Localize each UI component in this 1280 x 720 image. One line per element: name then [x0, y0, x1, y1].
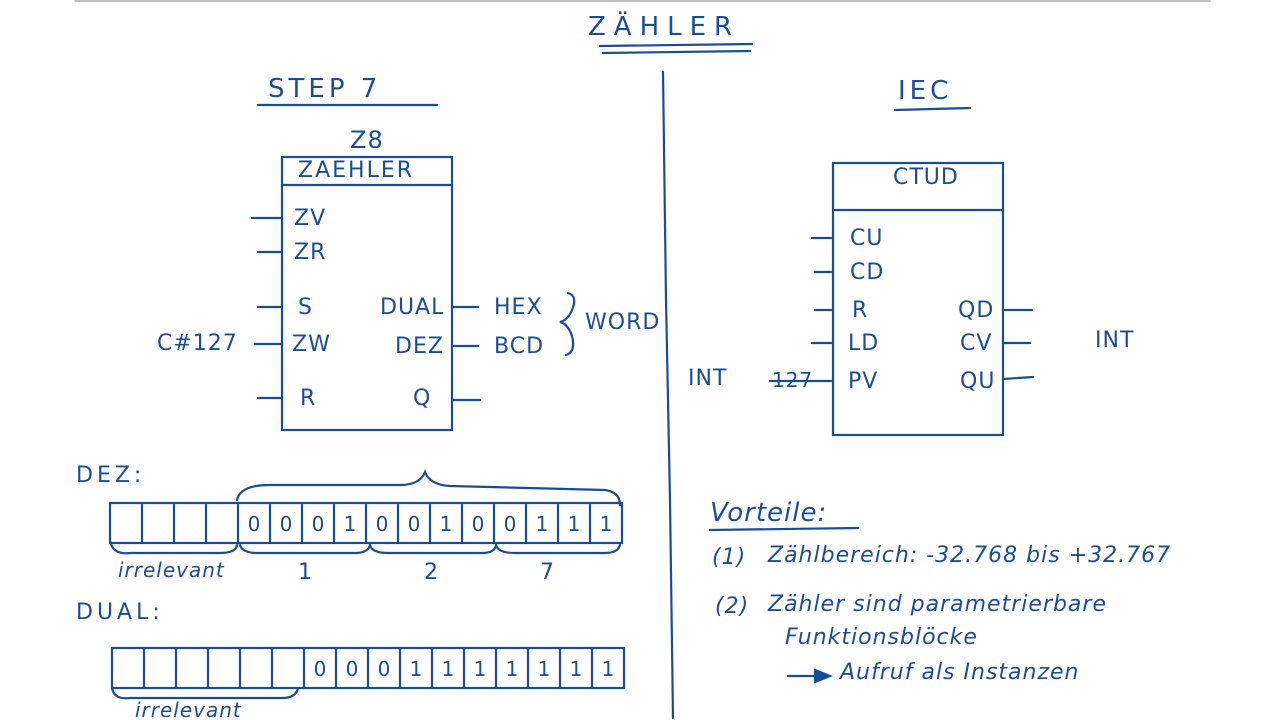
dez-group-1: 1 — [298, 560, 313, 585]
bit-cell: 1 — [505, 657, 519, 681]
item2-number: (2) — [715, 594, 750, 619]
bit-cell: 0 — [345, 657, 359, 681]
page-title: ZÄHLER — [588, 12, 741, 42]
bcd-label: BCD — [494, 334, 545, 359]
iec-underline — [893, 106, 972, 112]
step7-heading: STEP 7 — [268, 74, 382, 104]
item2-line1: Zähler sind parametrierbare — [768, 592, 1107, 617]
output-cv: CV — [960, 331, 993, 356]
item2-line2: Funktionsblöcke — [785, 625, 978, 650]
vorteile-underline — [708, 526, 860, 532]
input-r-iec: R — [852, 298, 869, 323]
title-underline — [598, 42, 754, 48]
word-label: WORD — [585, 310, 661, 335]
dez-bit-grid — [108, 501, 624, 545]
input-zw: ZW — [292, 332, 331, 357]
brace-irrelevant-dual — [110, 686, 300, 700]
bit-cell: 1 — [439, 512, 453, 536]
input-pv: PV — [848, 369, 879, 394]
bit-cell: 0 — [471, 512, 485, 536]
vorteile-heading: Vorteile: — [710, 498, 828, 528]
dual-group-irrelevant: irrelevant — [135, 698, 242, 720]
word-brace — [559, 291, 576, 357]
bit-cell: 0 — [375, 512, 389, 536]
output-qd: QD — [958, 298, 995, 323]
output-qu: QU — [960, 369, 996, 394]
brace-1 — [238, 543, 372, 555]
bit-cell: 1 — [567, 512, 581, 536]
divider-line — [661, 70, 675, 720]
dez-top-brace — [235, 468, 622, 507]
bit-cell: 1 — [601, 657, 615, 681]
bit-cell: 0 — [279, 512, 293, 536]
brace-irrelevant — [108, 538, 239, 555]
bit-cell: 0 — [247, 512, 261, 536]
title-underline — [601, 49, 752, 55]
input-cd: CD — [850, 260, 885, 285]
cv-type: INT — [1095, 328, 1135, 353]
bit-cell: 0 — [503, 512, 517, 536]
zw-value: C#127 — [157, 331, 238, 356]
ctud-name: CTUD — [893, 165, 959, 190]
arrow-head-icon — [813, 668, 833, 684]
bit-cell: 1 — [409, 657, 423, 681]
output-q: Q — [413, 386, 432, 411]
dez-group-irrelevant: irrelevant — [118, 558, 225, 582]
block-name: ZAEHLER — [298, 158, 415, 183]
iec-heading: IEC — [898, 76, 953, 106]
input-ld: LD — [848, 331, 880, 356]
pv-value: 127 — [772, 368, 814, 392]
bit-cell: 1 — [441, 657, 455, 681]
input-s: S — [298, 295, 313, 320]
ctud-block — [831, 161, 1005, 437]
output-dez: DEZ — [395, 334, 444, 359]
brace-7 — [494, 543, 622, 555]
item1-text: Zählbereich: -32.768 bis +32.767 — [768, 543, 1172, 568]
dez-group-7: 7 — [540, 560, 555, 585]
bit-cell: 1 — [343, 512, 357, 536]
zaehler-block — [280, 155, 454, 432]
bit-cell: 0 — [407, 512, 421, 536]
input-r: R — [300, 386, 317, 411]
bit-cell: 1 — [535, 512, 549, 536]
bit-cell: 0 — [311, 512, 325, 536]
block-id: Z8 — [350, 126, 384, 154]
hex-label: HEX — [494, 295, 543, 320]
bit-cell: 1 — [473, 657, 487, 681]
bit-cell: 0 — [313, 657, 327, 681]
input-cu: CU — [850, 226, 884, 251]
dual-bit-grid — [110, 646, 626, 690]
input-zr: ZR — [294, 240, 327, 265]
item1-number: (1) — [712, 545, 747, 570]
bit-cell: 1 — [569, 657, 583, 681]
dual-label: DUAL: — [76, 600, 164, 625]
dez-label: DEZ: — [76, 463, 146, 488]
item2-line3: Aufruf als Instanzen — [840, 660, 1080, 685]
output-dual: DUAL — [380, 295, 445, 320]
bit-cell: 1 — [537, 657, 551, 681]
bit-cell: 1 — [599, 512, 613, 536]
dez-group-2: 2 — [424, 560, 439, 585]
bit-cell: 0 — [377, 657, 391, 681]
pv-type: INT — [688, 366, 728, 391]
input-zv: ZV — [294, 206, 327, 231]
brace-2 — [368, 543, 498, 555]
